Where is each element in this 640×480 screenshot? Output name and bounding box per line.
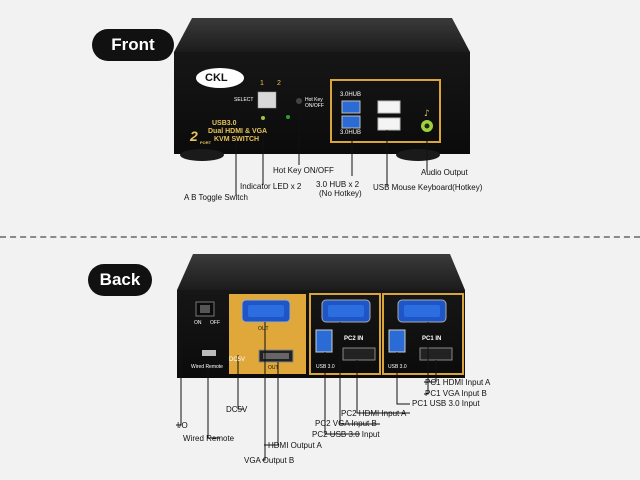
led-number-1: 1 bbox=[260, 80, 264, 87]
usb3-port-bottom bbox=[341, 115, 361, 129]
usb30-left-label: USB 3.0 bbox=[316, 364, 335, 370]
hub-label-top: 3.0HUB bbox=[340, 92, 362, 98]
on-label: ON bbox=[194, 320, 202, 326]
out-a-label: OUT bbox=[268, 365, 279, 371]
svg-text:♪: ♪ bbox=[424, 109, 430, 119]
callout-pc1-vga-input-b: PC1 VGA Input B bbox=[425, 389, 487, 398]
callout-hdmi-output-a: HDMI Output A bbox=[268, 441, 322, 450]
off-label: OFF bbox=[210, 320, 220, 326]
select-button-graphic bbox=[257, 91, 277, 109]
select-label: SELECT bbox=[234, 97, 254, 103]
wired-remote-device-label: Wired Remote bbox=[191, 364, 223, 370]
model-ports-sub: PORT bbox=[200, 140, 212, 145]
callout-pc2-vga-input-b: PC2 VGA Input B bbox=[315, 419, 377, 428]
usb-mouse-port bbox=[377, 100, 401, 114]
audio-jack-graphic bbox=[421, 120, 433, 132]
callout-audio-output: Audio Output bbox=[421, 168, 468, 177]
callout-usb-mouse-keyboard: USB Mouse Keyboard(Hotkey) bbox=[373, 183, 483, 192]
led-number-2: 2 bbox=[277, 80, 281, 87]
model-ports: 2 bbox=[190, 128, 198, 144]
callout-pc1-hdmi-input-a: PC1 HDMI Input A bbox=[425, 378, 491, 387]
back-section-pill: Back bbox=[88, 264, 152, 296]
dc5v-device-label: DC5V bbox=[229, 357, 246, 363]
pc2-in-label: PC2 IN bbox=[344, 336, 364, 342]
usb30-right-label: USB 3.0 bbox=[388, 364, 407, 370]
callout-ab-toggle: A B Toggle Switch bbox=[184, 193, 248, 202]
callout-pc2-hdmi-input-a: PC2 HDMI Input A bbox=[341, 409, 407, 418]
pc1-hdmi bbox=[419, 347, 453, 361]
callout-wired-remote: Wired Remote bbox=[183, 434, 235, 443]
hotkey-button-graphic bbox=[296, 98, 302, 104]
callout-hub-line2: (No Hotkey) bbox=[319, 189, 362, 198]
hotkey-device-label: Hot Key ON/OFF bbox=[305, 97, 324, 109]
usb-keyboard-port bbox=[377, 117, 401, 131]
pc2-usb-b bbox=[315, 329, 333, 353]
model-line1: USB3.0 bbox=[212, 120, 237, 127]
indicator-led-graphic bbox=[261, 116, 265, 120]
callout-pc2-usb-input: PC2 USB 3.0 Input bbox=[312, 430, 380, 439]
callout-hotkey-onoff: Hot Key ON/OFF bbox=[273, 166, 334, 175]
pc1-usb-b bbox=[388, 329, 406, 353]
section-divider bbox=[0, 236, 640, 238]
model-line3: KVM SWITCH bbox=[214, 136, 260, 143]
usb3-port-top bbox=[341, 100, 361, 114]
io-switch-graphic bbox=[195, 301, 215, 317]
callout-vga-output-b: VGA Output B bbox=[244, 456, 295, 465]
brand-logo-text: CKL bbox=[205, 72, 228, 84]
pc1-in-label: PC1 IN bbox=[422, 336, 442, 342]
dc-jack-graphic bbox=[231, 342, 245, 356]
callout-pc1-usb-input: PC1 USB 3.0 Input bbox=[412, 399, 480, 408]
callout-indicator-led: Indicator LED x 2 bbox=[240, 182, 302, 191]
wired-remote-port bbox=[202, 350, 216, 356]
model-line2: Dual HDMI & VGA bbox=[208, 128, 268, 135]
pc2-hdmi bbox=[342, 347, 376, 361]
front-section-pill: Front bbox=[92, 29, 174, 61]
front-device-top bbox=[174, 18, 470, 52]
hub-label-bottom: 3.0HUB bbox=[340, 130, 362, 136]
callout-dc5v: DC5V bbox=[226, 405, 248, 414]
out-b-label: OUT bbox=[258, 326, 269, 332]
back-device-top bbox=[177, 254, 465, 290]
callout-hub-line1: 3.0 HUB x 2 bbox=[316, 180, 360, 189]
callout-io: I/O bbox=[177, 421, 188, 430]
